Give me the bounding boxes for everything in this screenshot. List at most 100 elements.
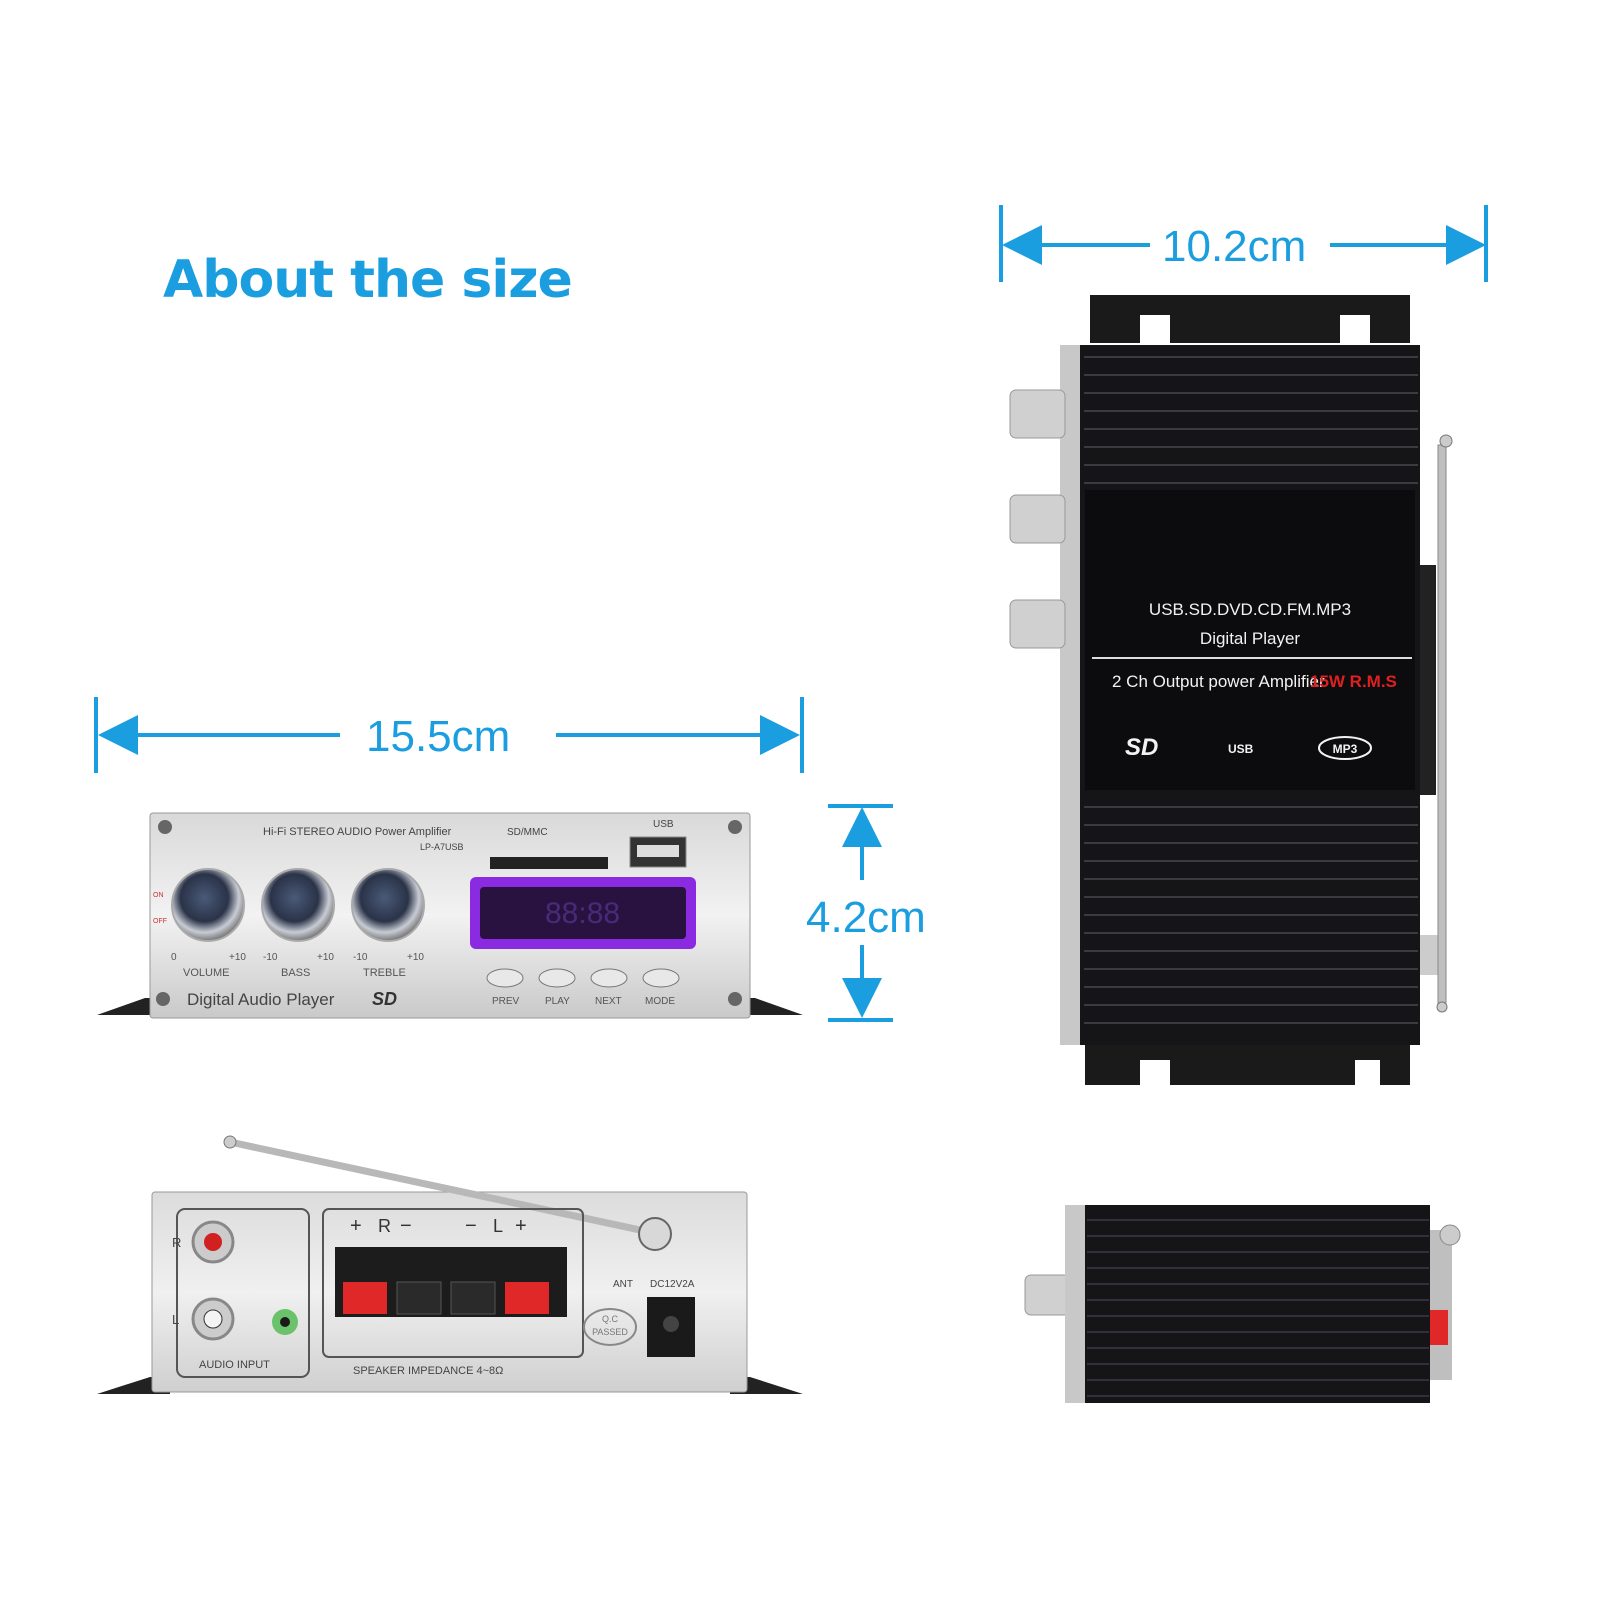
antenna-socket <box>638 1217 672 1251</box>
side-antenna-socket <box>1439 1224 1461 1246</box>
bass-label: BASS <box>281 967 310 979</box>
side-rca-jack <box>1024 1274 1071 1316</box>
ant-label: ANT <box>613 1279 633 1290</box>
speaker-terminal-side <box>1420 565 1436 795</box>
speaker-l-label: L <box>493 1216 503 1236</box>
back-panel: R L AUDIO INPUT + R − − L + SPEAKER IMPE… <box>97 1135 803 1394</box>
switch-on-label: ON <box>153 892 164 899</box>
screw <box>158 820 172 834</box>
top-rms: 15W R.M.S <box>1310 672 1397 691</box>
mp3-logo-ring <box>1318 736 1372 760</box>
front-sd-logo: SD <box>372 989 397 1009</box>
dimension-front-width: 15.5cm <box>366 712 511 761</box>
treble-scale-min: -10 <box>353 952 368 963</box>
top-view: USB.SD.DVD.CD.FM.MP3 Digital Player 2 Ch… <box>1009 295 1453 1085</box>
speaker-l-plus: + <box>515 1215 527 1237</box>
speaker-r-minus: − <box>400 1215 412 1237</box>
side-front-edge <box>1065 1205 1087 1403</box>
screw <box>156 992 170 1006</box>
prev-button[interactable] <box>486 968 524 988</box>
switch-off-label: OFF <box>153 918 167 925</box>
side-view <box>1024 1205 1461 1403</box>
treble-scale-max: +10 <box>407 952 424 963</box>
front-usb-label: USB <box>653 819 674 830</box>
qc-line-1: Q.C <box>602 1314 619 1324</box>
front-foot-right <box>735 998 803 1015</box>
side-red-terminal <box>1430 1310 1448 1345</box>
side-heat-sink-fins <box>1087 1219 1429 1397</box>
next-button[interactable] <box>590 968 628 988</box>
front-sd-label: SD/MMC <box>507 827 548 838</box>
screw <box>728 992 742 1006</box>
volume-knob[interactable] <box>171 868 245 942</box>
top-usb-logo: USB <box>1228 742 1254 756</box>
rca-jack-bottom <box>1009 599 1066 649</box>
page-title: About the size <box>163 250 573 310</box>
lcd-display <box>480 887 686 939</box>
top-line-3: 2 Ch Output power Amplifier <box>1112 672 1325 691</box>
qc-seal <box>583 1308 637 1346</box>
front-model-line: Hi-Fi STEREO AUDIO Power Amplifier <box>263 826 452 838</box>
channel-r-label: R <box>172 1235 181 1250</box>
dimension-top-width: 10.2cm <box>1162 222 1307 271</box>
top-mp3-logo: MP3 <box>1333 742 1358 756</box>
volume-scale-max: +10 <box>229 952 246 963</box>
power-label: DC12V2A <box>650 1279 695 1290</box>
speaker-r-plus: + <box>350 1215 362 1237</box>
prev-label: PREV <box>492 996 520 1007</box>
front-brand-text: Digital Audio Player <box>187 990 335 1009</box>
rca-input-right-core <box>204 1233 222 1251</box>
next-label: NEXT <box>595 996 622 1007</box>
bass-scale-max: +10 <box>317 952 334 963</box>
speaker-terminal-r-plus[interactable] <box>343 1282 387 1314</box>
back-foot-right <box>730 1377 803 1394</box>
treble-label: TREBLE <box>363 967 406 979</box>
side-body <box>1085 1205 1430 1403</box>
speaker-terminal-l-minus[interactable] <box>450 1281 496 1315</box>
speaker-terminal-l-plus[interactable] <box>505 1282 549 1314</box>
screw <box>728 820 742 834</box>
antenna <box>1437 444 1447 1006</box>
play-label: PLAY <box>545 996 570 1007</box>
usb-port-inner <box>637 845 679 857</box>
bass-scale-min: -10 <box>263 952 278 963</box>
antenna-tip <box>1439 434 1453 448</box>
front-panel: Hi-Fi STEREO AUDIO Power Amplifier LP-A7… <box>97 812 803 1019</box>
bass-knob[interactable] <box>261 868 335 942</box>
channel-l-label: L <box>172 1312 179 1327</box>
sd-card-slot <box>490 857 608 869</box>
treble-knob[interactable] <box>351 868 425 942</box>
rca-jack-top <box>1009 389 1066 439</box>
mode-label: MODE <box>645 996 675 1007</box>
speaker-impedance-label: SPEAKER IMPEDANCE 4~8Ω <box>353 1365 503 1377</box>
play-button[interactable] <box>538 968 576 988</box>
back-antenna <box>226 1138 644 1234</box>
back-antenna-tip <box>223 1135 237 1149</box>
top-sd-logo: SD <box>1125 734 1158 761</box>
rca-input-left-core <box>203 1309 223 1329</box>
dimension-front-height: 4.2cm <box>806 893 926 942</box>
volume-scale-min: 0 <box>171 952 177 963</box>
speaker-r-label: R <box>378 1216 391 1236</box>
heat-sink-fins <box>1084 356 1418 1024</box>
speaker-frame <box>322 1208 584 1358</box>
aux-input-hole <box>280 1317 290 1327</box>
qc-line-2: PASSED <box>592 1327 628 1337</box>
display-digits: 88:88 <box>545 897 620 930</box>
audio-input-label: AUDIO INPUT <box>199 1359 270 1371</box>
audio-input-frame <box>176 1208 310 1378</box>
dc-power-hole <box>663 1316 679 1332</box>
front-edge <box>1060 345 1082 1045</box>
front-foot-left <box>97 998 165 1015</box>
speaker-terminal-r-minus[interactable] <box>396 1281 442 1315</box>
speaker-l-minus: − <box>465 1215 477 1237</box>
dc-jack-side <box>1420 935 1442 975</box>
mounting-bracket-bottom <box>1085 1033 1410 1085</box>
antenna-base <box>1436 1001 1448 1013</box>
side-back-connectors <box>1430 1230 1452 1380</box>
top-line-1: USB.SD.DVD.CD.FM.MP3 <box>1149 600 1351 619</box>
mounting-bracket-top <box>1090 295 1410 343</box>
rca-jack-middle <box>1009 494 1066 544</box>
mode-button[interactable] <box>642 968 680 988</box>
